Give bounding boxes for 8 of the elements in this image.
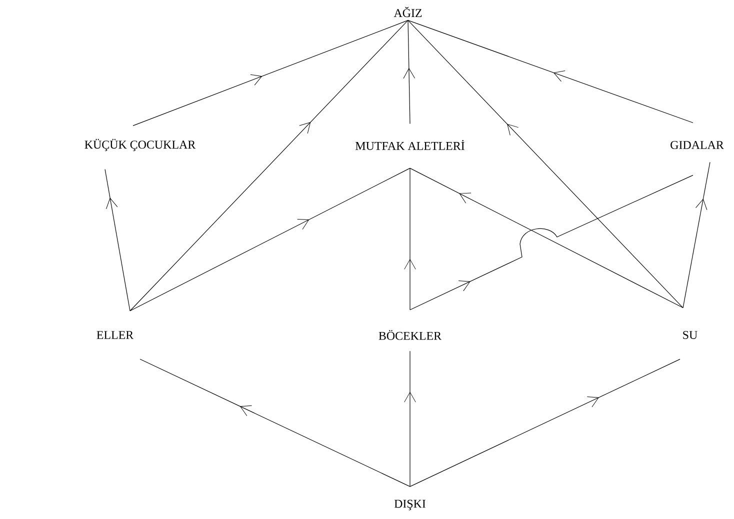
node-label: SU <box>683 330 698 339</box>
node-label: MUTFAK ALETLERİ <box>356 140 464 150</box>
node-label: DIŞKI <box>394 500 426 510</box>
node-label: GIDALAR <box>670 140 724 149</box>
node-label: ELLER <box>96 331 134 339</box>
node-label: AĞIZ <box>394 6 422 18</box>
node-label: KÜÇÜK ÇOCUKLAR <box>84 138 196 152</box>
node-label: BÖCEKLER <box>378 330 442 340</box>
